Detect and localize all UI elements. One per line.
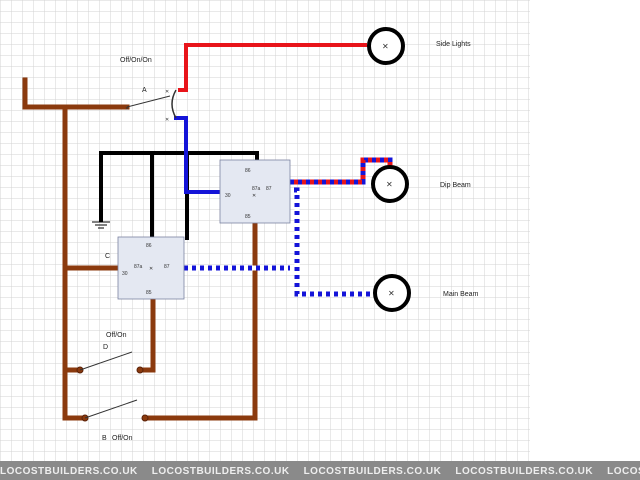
svg-text:✕: ✕	[165, 117, 169, 123]
side-lights-lamp: ✕	[367, 27, 405, 65]
svg-text:✕: ✕	[125, 106, 129, 112]
label-dip-beam: Dip Beam	[440, 182, 471, 189]
watermark-text: LOCOSTBUILDERS.CO.UK	[455, 466, 594, 477]
relay-lower: 86 30 87a 87 85 ✕	[117, 236, 185, 300]
svg-text:✕: ✕	[149, 266, 153, 272]
relay-lower-pin-30: 30	[122, 271, 128, 277]
relay-upper: 86 30 87a 87 85 ✕	[219, 159, 291, 224]
relay-upper-pin-85: 85	[245, 214, 251, 220]
relay-upper-pin-86: 86	[245, 168, 251, 174]
side-lights-wire	[178, 43, 367, 92]
ground-symbol	[92, 221, 110, 229]
label-switch-b: B	[102, 435, 107, 442]
dip-beam-lamp: ✕	[371, 165, 409, 203]
label-side-lights: Side Lights	[436, 41, 471, 48]
watermark-text: LOCOSTBUILDERS.CO.UK	[607, 466, 640, 477]
grid-background	[0, 0, 530, 461]
watermark-strip: LOCOSTBUILDERS.CO.UK LOCOSTBUILDERS.CO.UK…	[0, 461, 640, 480]
label-switch-a: A	[142, 87, 147, 94]
svg-text:✕: ✕	[388, 289, 395, 298]
label-switch-d-mode: Off/On	[106, 332, 127, 339]
main-beam-lamp: ✕	[373, 274, 411, 312]
watermark-text: LOCOSTBUILDERS.CO.UK	[0, 466, 138, 477]
label-switch-d: D	[103, 344, 108, 351]
relay-lower-pin-87a: 87a	[134, 264, 143, 270]
relay-lower-pin-86: 86	[146, 243, 152, 249]
label-relay-c: C	[105, 253, 110, 260]
relay-upper-pin-30: 30	[225, 193, 231, 199]
switch-d	[76, 351, 144, 374]
dip-beam-wire	[254, 157, 393, 185]
switch-b	[81, 399, 149, 422]
svg-text:✕: ✕	[252, 193, 256, 199]
svg-text:✕: ✕	[382, 42, 389, 51]
relay-lower-pin-87: 87	[164, 264, 170, 270]
watermark-text: LOCOSTBUILDERS.CO.UK	[151, 466, 290, 477]
switch-a: ✕ ✕ ✕	[125, 89, 177, 123]
relay-upper-pin-87a: 87a	[252, 186, 261, 192]
relay-upper-pin-87: 87	[266, 186, 272, 192]
label-switch-a-mode: Off/On/On	[120, 57, 152, 64]
label-main-beam: Main Beam	[443, 291, 479, 298]
svg-text:✕: ✕	[386, 180, 393, 189]
watermark-text: LOCOSTBUILDERS.CO.UK	[303, 466, 442, 477]
relay-lower-pin-85: 85	[146, 290, 152, 296]
switch-to-relay-wire	[174, 116, 232, 194]
svg-text:✕: ✕	[165, 89, 169, 95]
label-switch-b-mode: Off/On	[112, 435, 133, 442]
feed-wires	[22, 77, 258, 421]
